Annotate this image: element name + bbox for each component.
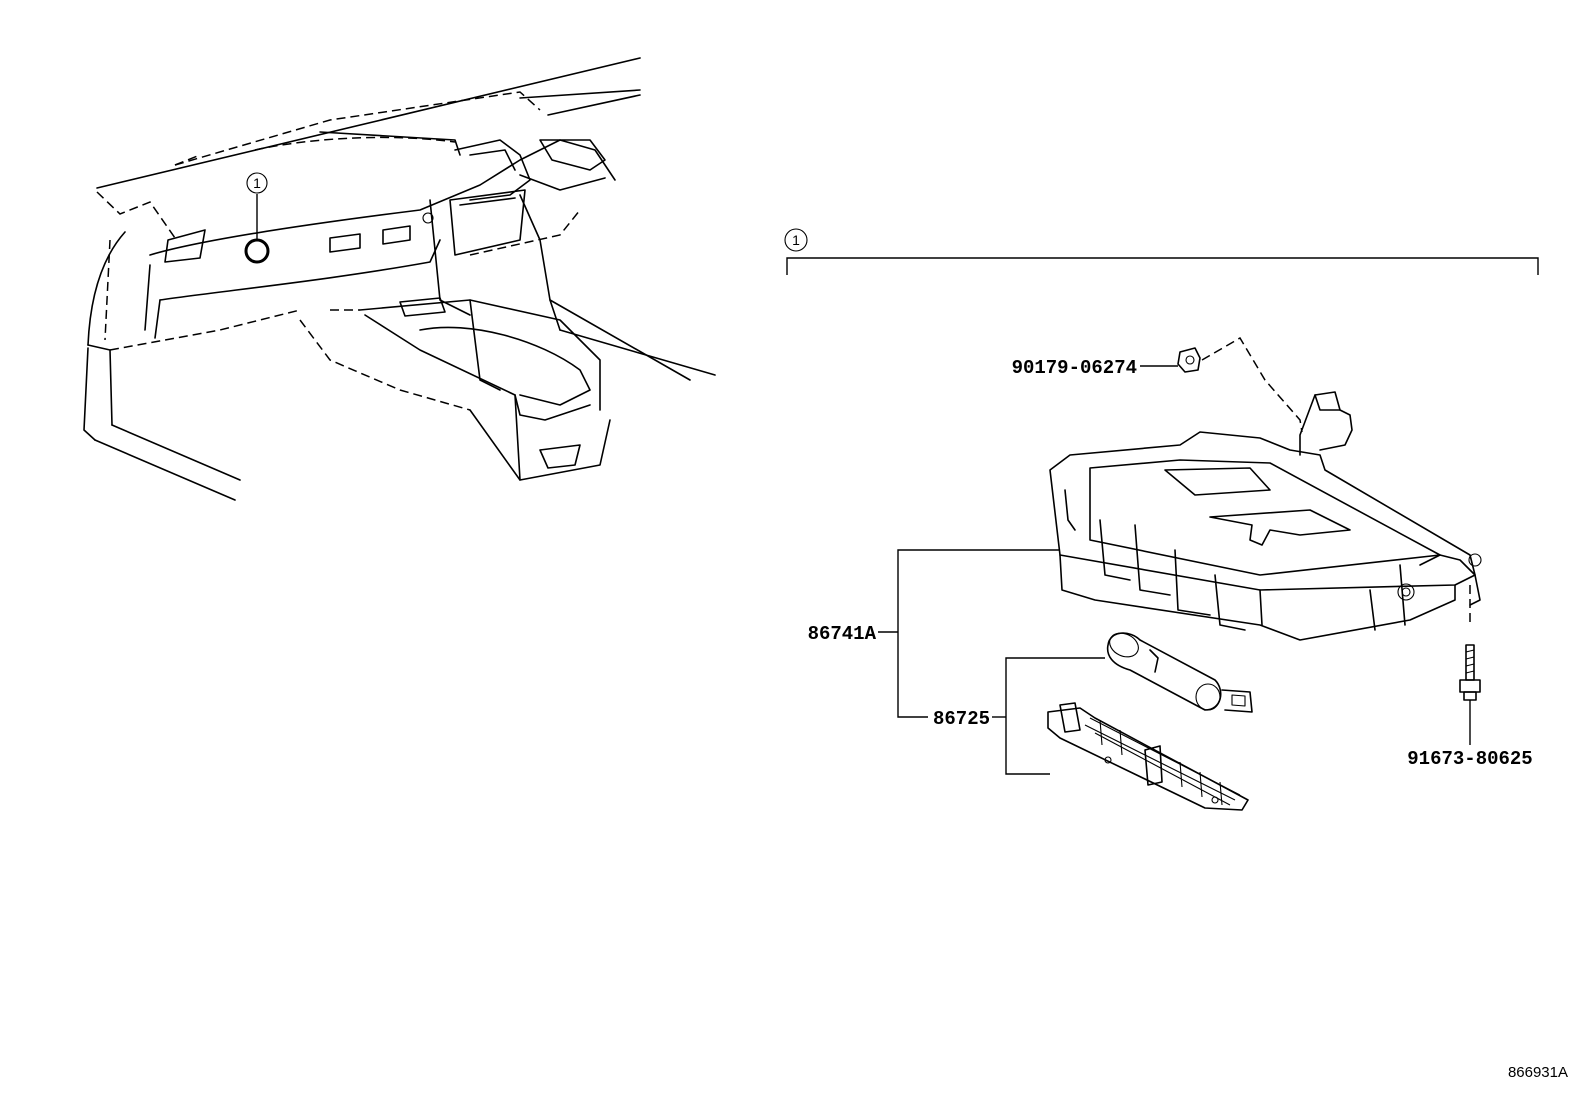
leader-lines <box>878 549 1105 775</box>
bracket-part-icon <box>1047 702 1249 811</box>
illustration-reference-number: 866931A <box>1508 1064 1568 1081</box>
location-marker-number: 1 <box>253 175 261 191</box>
dashboard-illustration: 1 <box>83 57 716 501</box>
clip-icon: 90179-06274 <box>1012 336 1303 433</box>
part-number-bolt[interactable]: 91673-80625 <box>1407 748 1532 770</box>
group-marker-number: 1 <box>792 232 800 248</box>
part-number-sub-assembly[interactable]: 86725 <box>933 708 990 730</box>
part-number-clip[interactable]: 90179-06274 <box>1012 357 1137 379</box>
group-bracket: 1 <box>784 228 1539 275</box>
ecu-module-illustration <box>1049 391 1482 641</box>
cylinder-part-icon <box>1106 632 1253 713</box>
location-circle-icon <box>244 238 270 264</box>
bolt-icon: 91673-80625 <box>1407 644 1533 770</box>
part-number-ecu[interactable]: 86741A <box>808 623 877 645</box>
